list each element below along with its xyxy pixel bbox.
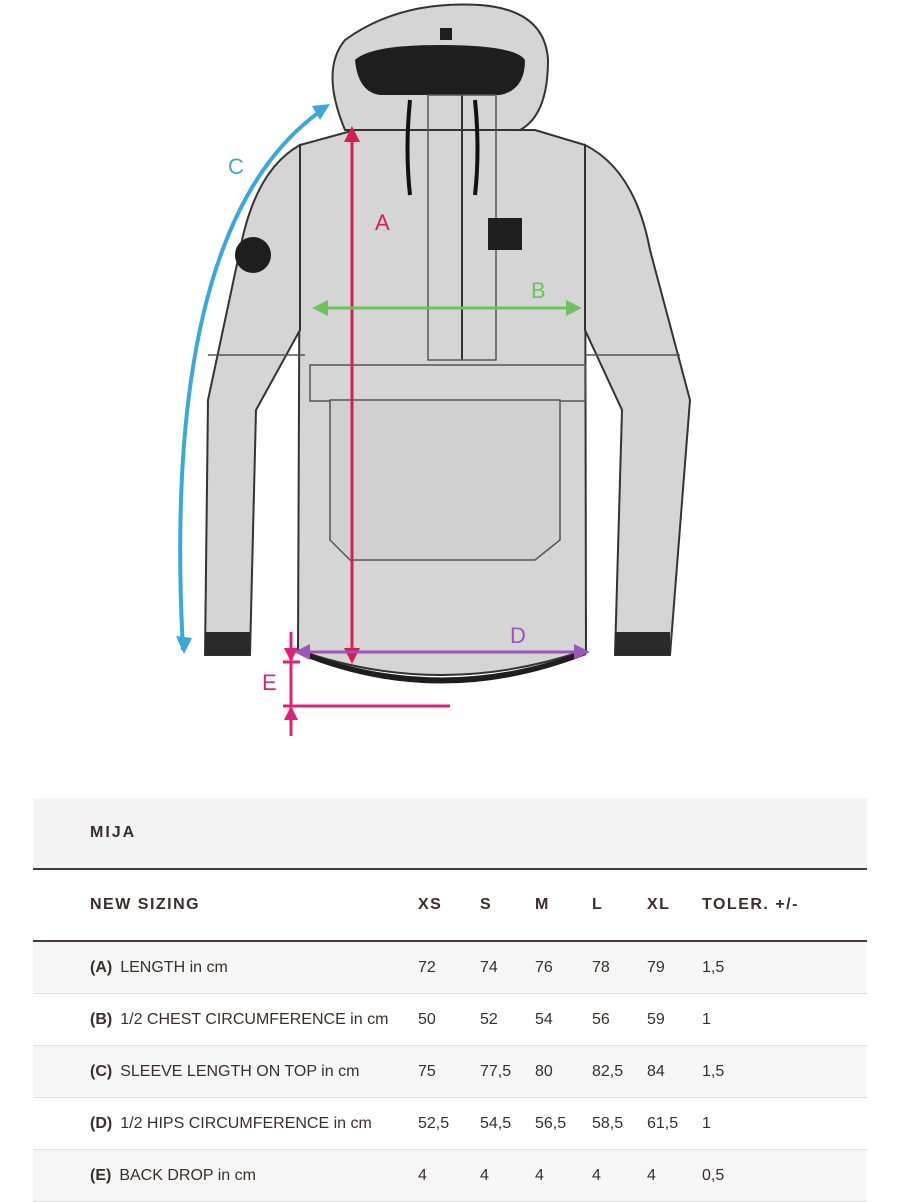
row-label: (C) SLEEVE LENGTH ON TOP in cm xyxy=(33,1045,418,1098)
row-value: 79 xyxy=(647,941,692,994)
row-tolerance: 1,5 xyxy=(692,1045,868,1098)
row-label: (B) 1/2 CHEST CIRCUMFERENCE in cm xyxy=(33,993,418,1046)
left-sleeve xyxy=(203,143,301,656)
row-value: 75 xyxy=(418,1045,480,1098)
jacket-illustration xyxy=(176,3,692,736)
row-label: (A) LENGTH in cm xyxy=(33,941,418,994)
size-chart-table: MIJA NEW SIZING XS S M L XL TOLER. +/- (… xyxy=(33,798,868,1202)
row-value: 77,5 xyxy=(480,1045,535,1098)
right-sleeve xyxy=(584,143,692,656)
dim-a-label: A xyxy=(375,210,390,235)
row-label: (E) BACK DROP in cm xyxy=(33,1149,418,1202)
dim-a-arrow-top xyxy=(344,126,360,142)
header-size-l: L xyxy=(592,869,647,942)
header-size-s: S xyxy=(480,869,535,942)
row-label-text: LENGTH in cm xyxy=(120,958,228,976)
jacket-diagram: A B C D E xyxy=(176,3,692,736)
header-tolerance: TOLER. +/- xyxy=(692,869,868,942)
dim-b-arrow-right xyxy=(566,300,582,316)
row-value: 82,5 xyxy=(592,1045,647,1098)
dim-b-arrow-left xyxy=(312,300,328,316)
header-size-xs: XS xyxy=(418,869,480,942)
row-value: 52,5 xyxy=(418,1097,480,1150)
row-value: 74 xyxy=(480,941,535,994)
header-size-xl: XL xyxy=(647,869,692,942)
row-value: 54,5 xyxy=(480,1097,535,1150)
sleeve-badge xyxy=(235,237,271,273)
row-value: 50 xyxy=(418,993,480,1046)
dim-c-arrow-top xyxy=(312,104,330,120)
row-code: (D) xyxy=(90,1114,113,1132)
dim-b-label: B xyxy=(531,278,546,303)
row-value: 76 xyxy=(535,941,592,994)
row-value: 84 xyxy=(647,1045,692,1098)
row-tolerance: 0,5 xyxy=(692,1149,868,1202)
hem-drop xyxy=(300,650,586,684)
row-label-text: 1/2 CHEST CIRCUMFERENCE in cm xyxy=(120,1010,389,1028)
drawcord-left xyxy=(405,99,412,196)
dim-c-arrow-bottom xyxy=(176,636,192,654)
row-code: (C) xyxy=(90,1062,113,1080)
row-label-text: SLEEVE LENGTH ON TOP in cm xyxy=(120,1062,360,1080)
dim-c-arc xyxy=(178,106,327,651)
row-value: 72 xyxy=(418,941,480,994)
header-size-m: M xyxy=(535,869,592,942)
row-value: 4 xyxy=(647,1149,692,1202)
row-value: 4 xyxy=(480,1149,535,1202)
hood-tag xyxy=(440,28,452,40)
header-label: NEW SIZING xyxy=(33,869,418,942)
row-value: 78 xyxy=(592,941,647,994)
dim-d-arrow-left xyxy=(294,644,310,660)
row-value: 61,5 xyxy=(647,1097,692,1150)
left-cuff xyxy=(205,632,250,655)
table-title: MIJA xyxy=(33,798,868,870)
kangaroo-pocket xyxy=(329,399,561,561)
row-value: 80 xyxy=(535,1045,592,1098)
table-title-row: MIJA xyxy=(33,798,868,870)
dim-d-label: D xyxy=(510,623,526,648)
dim-c-label: C xyxy=(228,154,244,179)
right-cuff xyxy=(615,632,670,655)
row-code: (B) xyxy=(90,1010,113,1028)
row-label-text: 1/2 HIPS CIRCUMFERENCE in cm xyxy=(120,1114,372,1132)
chest-logo xyxy=(488,218,522,250)
row-tolerance: 1 xyxy=(692,993,868,1046)
row-tolerance: 1,5 xyxy=(692,941,868,994)
dim-e-label: E xyxy=(262,670,277,695)
row-code: (E) xyxy=(90,1166,112,1184)
drawcord-right xyxy=(473,99,480,196)
row-code: (A) xyxy=(90,958,113,976)
dim-e-arrow-up xyxy=(284,706,298,720)
row-tolerance: 1 xyxy=(692,1097,868,1150)
row-value: 56,5 xyxy=(535,1097,592,1150)
row-value: 52 xyxy=(480,993,535,1046)
hood-opening xyxy=(355,45,525,95)
row-value: 56 xyxy=(592,993,647,1046)
row-label-text: BACK DROP in cm xyxy=(119,1166,256,1184)
row-value: 58,5 xyxy=(592,1097,647,1150)
row-value: 54 xyxy=(535,993,592,1046)
row-value: 4 xyxy=(592,1149,647,1202)
row-label: (D) 1/2 HIPS CIRCUMFERENCE in cm xyxy=(33,1097,418,1150)
row-value: 4 xyxy=(418,1149,480,1202)
dim-d-arrow-right xyxy=(574,644,590,660)
row-value: 4 xyxy=(535,1149,592,1202)
dim-e-arrow-down xyxy=(284,648,298,662)
row-value: 59 xyxy=(647,993,692,1046)
table-header-row: NEW SIZING XS S M L XL TOLER. +/- xyxy=(33,869,868,942)
